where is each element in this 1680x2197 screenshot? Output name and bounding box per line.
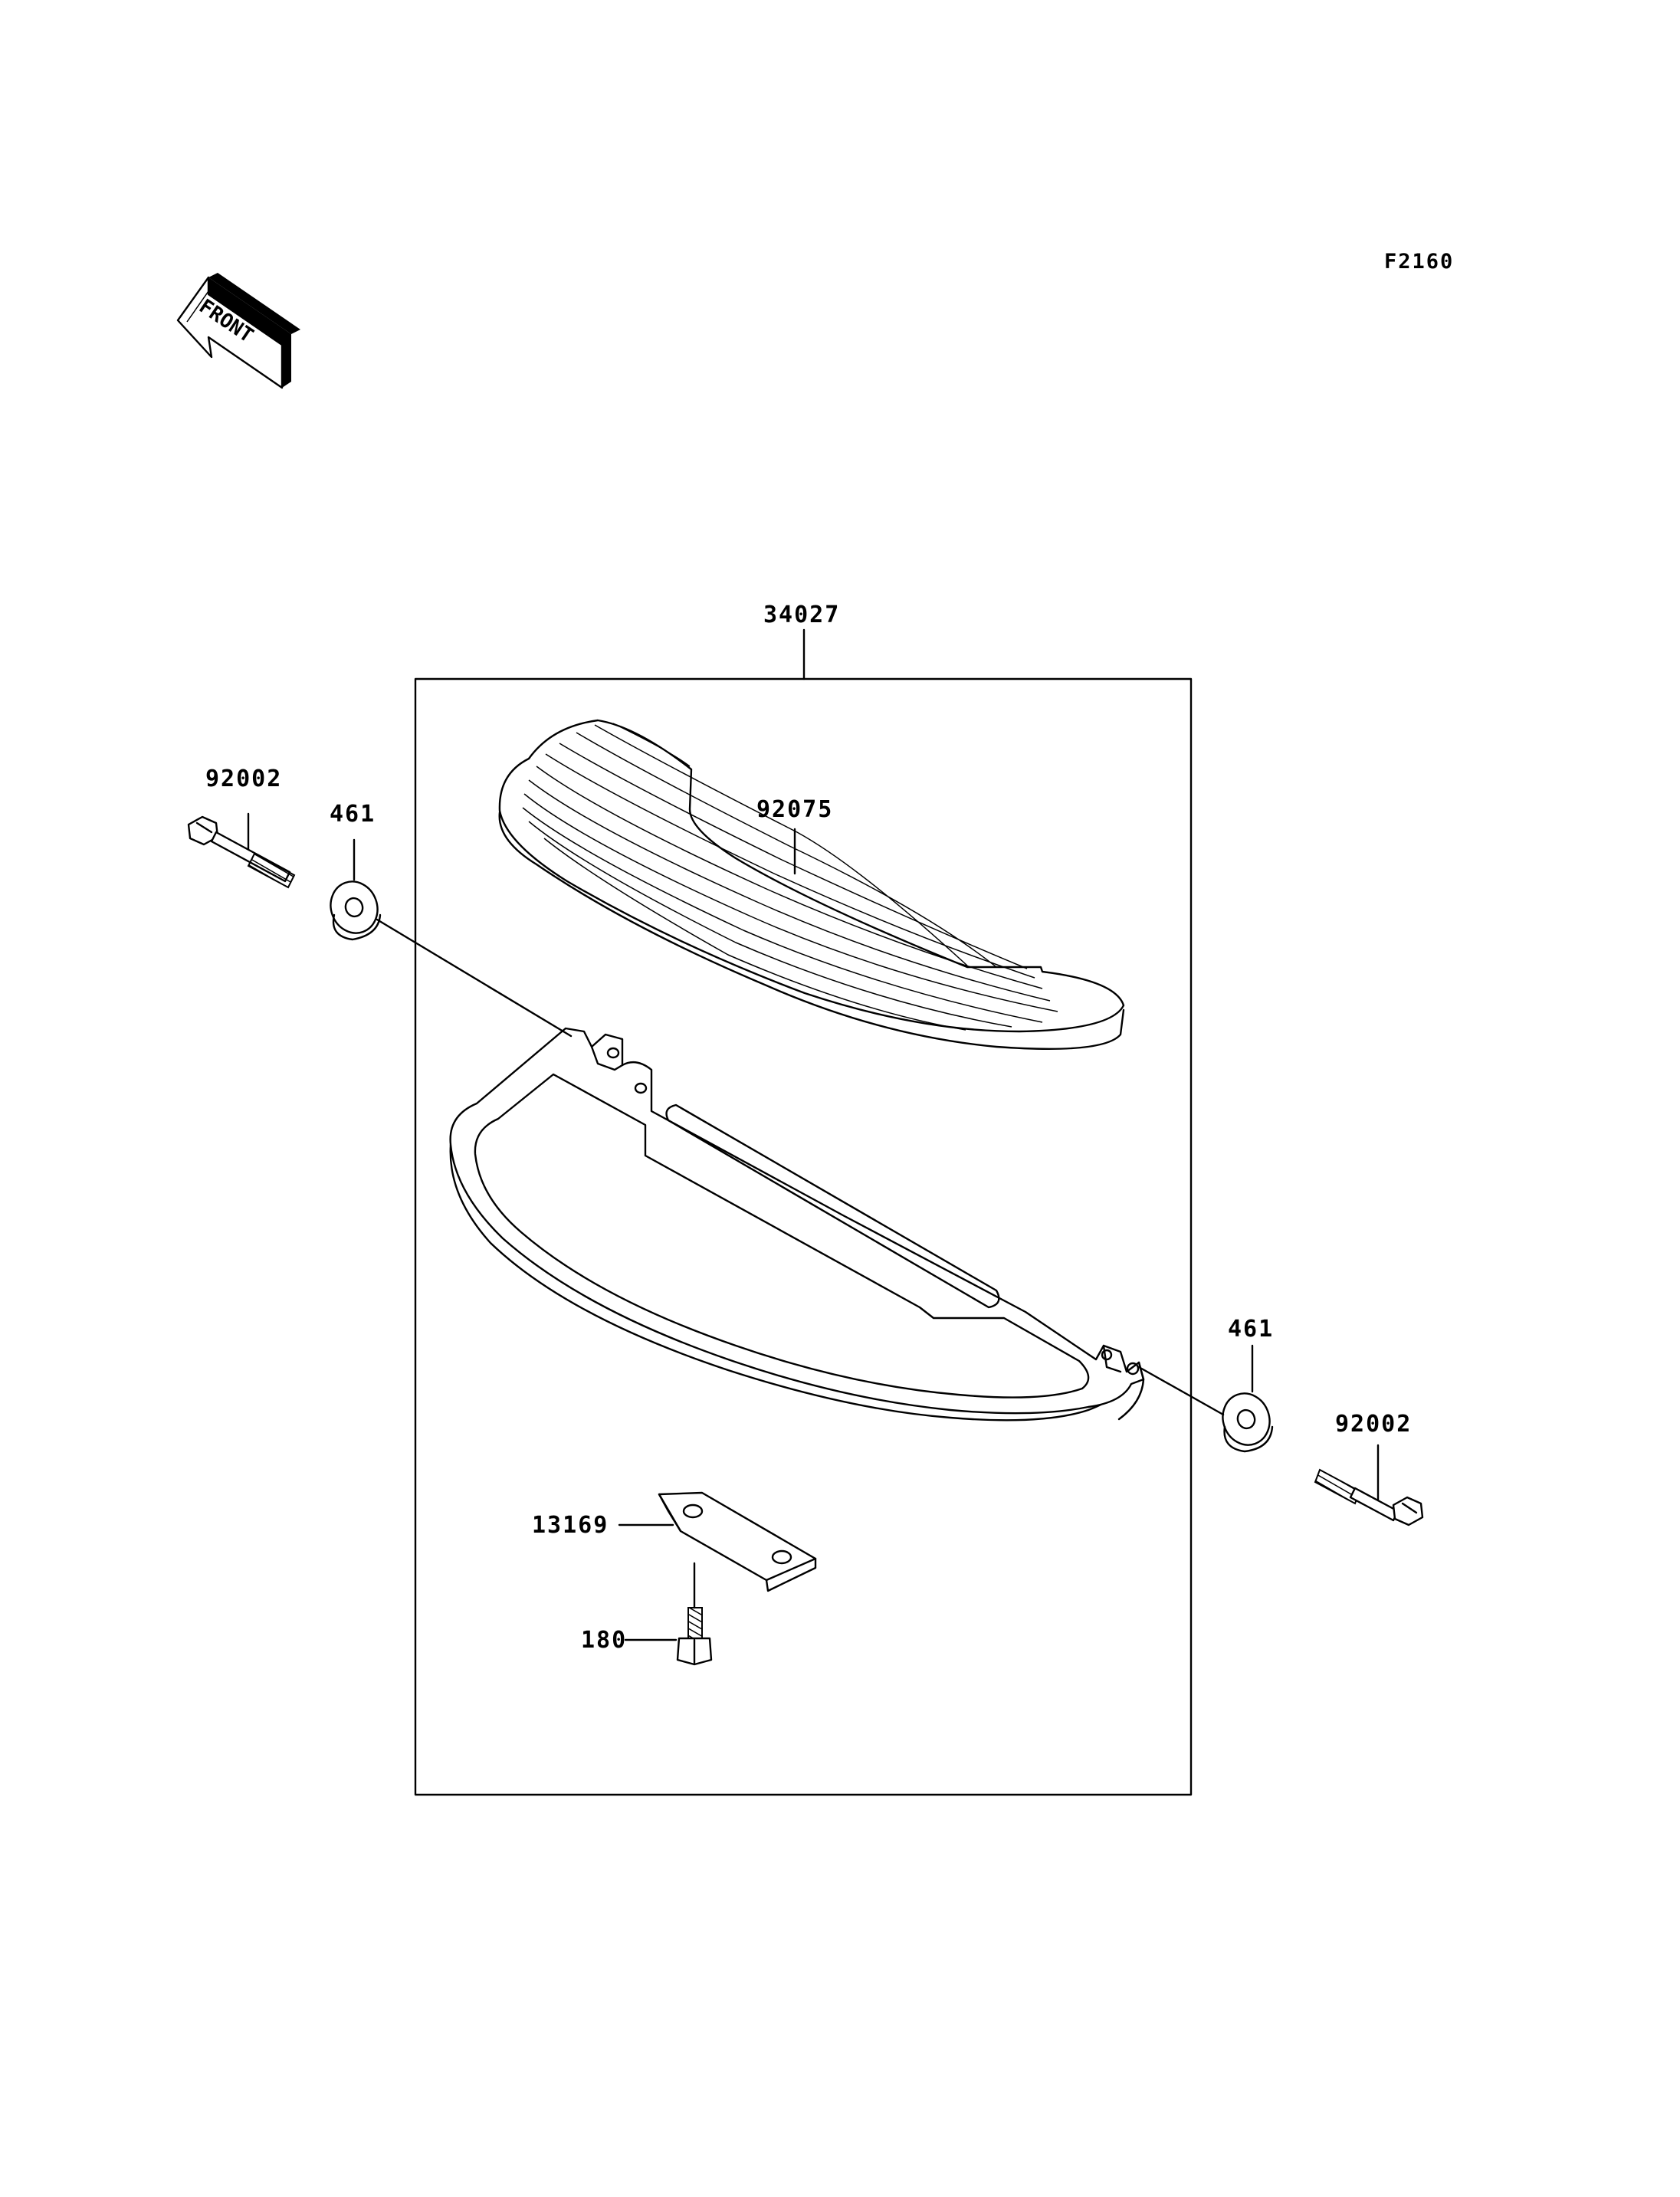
callout-92002-left: 92002 bbox=[205, 766, 282, 792]
bolt-left: 92002 bbox=[187, 766, 296, 889]
callout-92075: 92075 bbox=[756, 796, 833, 823]
screw: 180 bbox=[581, 1562, 713, 1666]
floorboard-frame bbox=[449, 1027, 1145, 1421]
washer-right: 461 bbox=[1222, 1316, 1274, 1453]
callout-13169: 13169 bbox=[532, 1512, 609, 1539]
leader-left-assembly bbox=[376, 918, 573, 1038]
callout-92002-right: 92002 bbox=[1335, 1411, 1412, 1438]
front-direction-arrow-icon: FRONT bbox=[176, 273, 300, 389]
leader-right-assembly bbox=[1137, 1366, 1225, 1416]
callout-180: 180 bbox=[581, 1627, 627, 1654]
figure-code: F2160 bbox=[1384, 250, 1454, 274]
floorboard-mat: 92075 bbox=[498, 719, 1125, 1050]
callout-461-right: 461 bbox=[1228, 1316, 1274, 1343]
bracket-plate: 13169 bbox=[532, 1491, 817, 1592]
assembly-part-number: 34027 bbox=[763, 602, 840, 628]
washer-left: 461 bbox=[330, 801, 382, 941]
bolt-right: 92002 bbox=[1314, 1411, 1424, 1526]
assembly-box: 34027 bbox=[414, 602, 1193, 1796]
callout-461-left: 461 bbox=[330, 801, 376, 828]
mat-ridges bbox=[522, 723, 1058, 1031]
